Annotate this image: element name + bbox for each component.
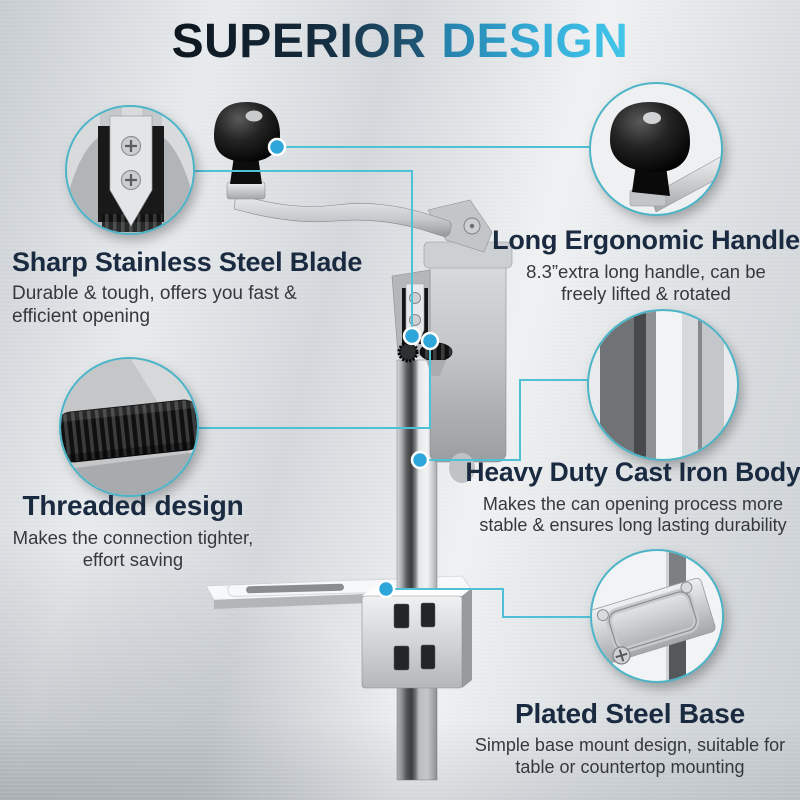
connector-blade: [194, 170, 413, 336]
dot-handle: [267, 137, 287, 157]
handle-detail-photo: [591, 84, 721, 214]
feature-handle: Long Ergonomic Handle 8.3”extra long han…: [488, 226, 800, 305]
dot-base: [376, 579, 396, 599]
feature-cast-iron-body-heading: Heavy Duty Cast Iron Body: [465, 457, 800, 487]
feature-blade-body: Durable & tough, offers you fast & effic…: [12, 283, 297, 327]
feed-gear: [397, 341, 419, 363]
feature-cast-iron-body-body: Makes the can opening process more stabl…: [479, 493, 787, 536]
crank-knob: [214, 102, 280, 200]
callout-connectors: [194, 146, 591, 618]
base-plate: [592, 577, 716, 665]
feature-blade: Sharp Stainless Steel Blade Durable & to…: [12, 248, 384, 328]
callout-dots: [267, 137, 440, 599]
blade-detail-photo: [67, 107, 193, 233]
feature-threaded: Threaded design Makes the connection tig…: [8, 491, 258, 571]
body-detail-photo: [589, 311, 737, 459]
detail-screws: [120, 135, 142, 191]
feature-base-body: Simple base mount design, suitable for t…: [474, 735, 786, 777]
vertical-bar-lower-shade: [397, 688, 437, 780]
dot-blade: [402, 326, 422, 346]
page-title: SUPERIOR DESIGN: [0, 15, 800, 69]
base-mount-block: [361, 588, 472, 689]
feature-handle-heading: Long Ergonomic Handle: [492, 225, 800, 255]
title-word-design: DESIGN: [441, 15, 629, 68]
title-word-superior: SUPERIOR: [171, 15, 427, 68]
feature-base-heading: Plated Steel Base: [514, 698, 746, 729]
feature-cast-iron-body: Heavy Duty Cast Iron Body Makes the can …: [462, 457, 800, 536]
body-detail-circle: [587, 309, 739, 461]
base-detail-photo: [592, 551, 722, 681]
knurled-ring: [61, 399, 197, 463]
feature-handle-body: 8.3”extra long handle, can be freely lif…: [526, 261, 766, 305]
connector-base: [386, 588, 591, 618]
handle-detail-circle: [589, 82, 723, 216]
feature-threaded-body: Makes the connection tighter, effort sav…: [12, 527, 254, 571]
connector-body: [420, 379, 588, 461]
mount-slots: [393, 602, 436, 671]
dot-body: [410, 450, 430, 470]
crank-arm: [233, 193, 452, 237]
threaded-detail-photo: [61, 359, 197, 495]
feature-base: Plated Steel Base Simple base mount desi…: [468, 699, 792, 778]
blade-detail-circle: [65, 105, 195, 235]
feature-threaded-heading: Threaded design: [22, 490, 244, 521]
dot-threaded: [420, 331, 440, 351]
base-detail-circle: [590, 549, 724, 683]
connector-threaded: [198, 341, 431, 429]
threaded-detail-circle: [59, 357, 199, 497]
can-opener-product-photo: [205, 102, 513, 781]
feature-blade-heading: Sharp Stainless Steel Blade: [12, 247, 363, 277]
knob-hole: [245, 110, 263, 122]
